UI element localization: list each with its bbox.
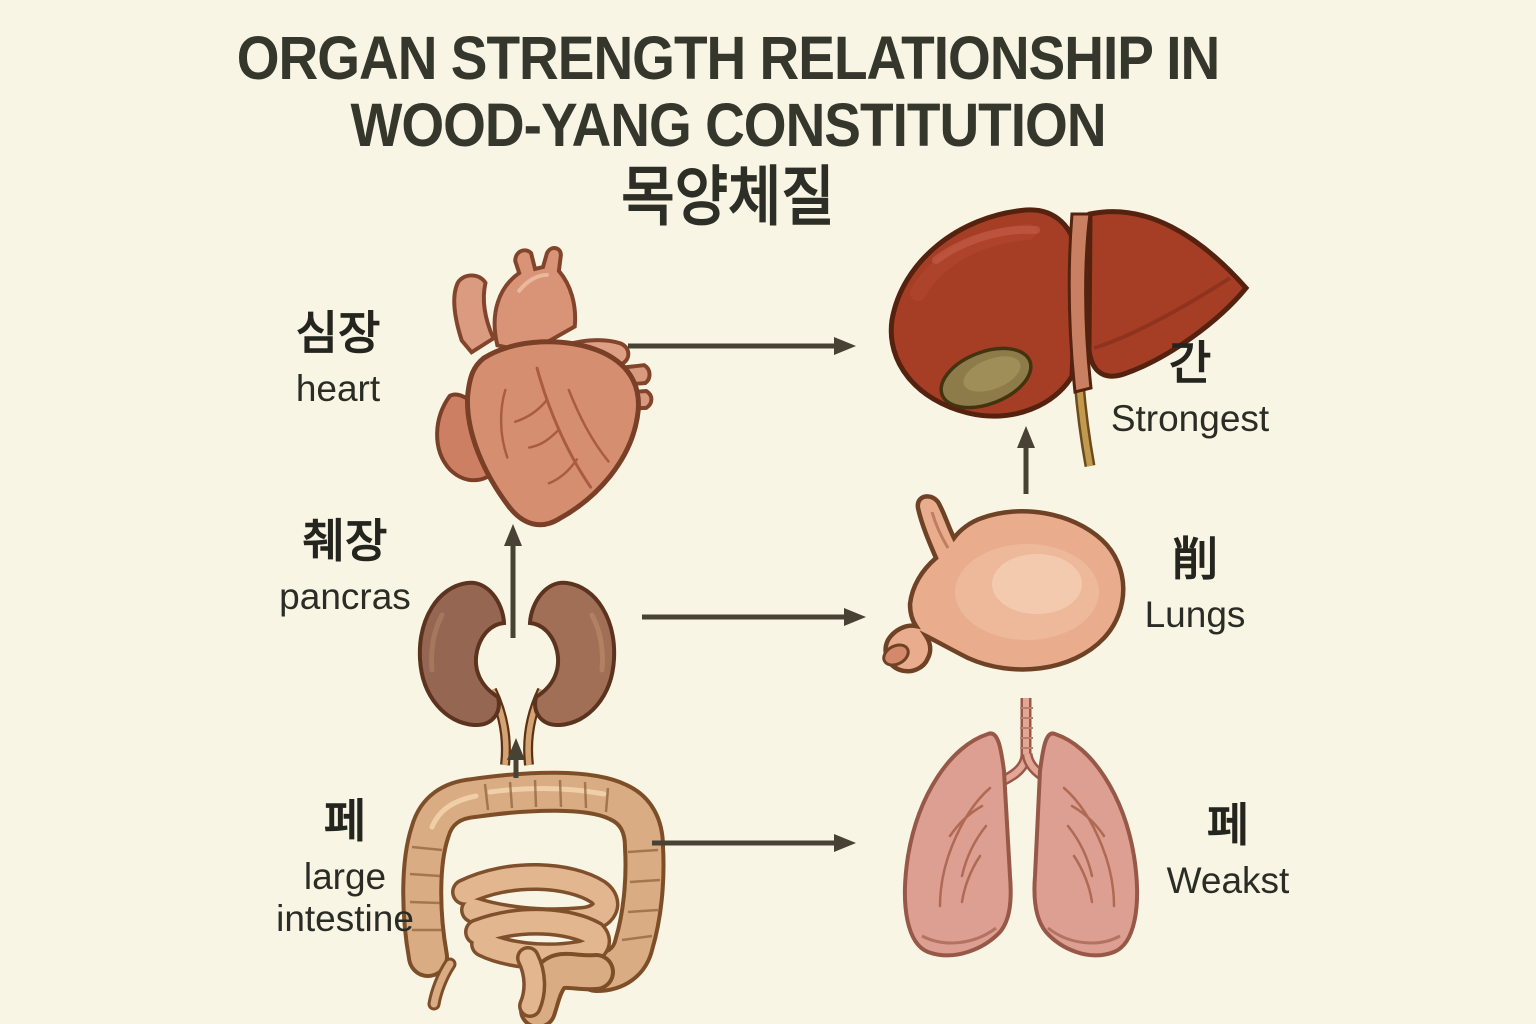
- lungs-label-english: Weakst: [1166, 859, 1290, 901]
- liver-label-english: Strongest: [1110, 397, 1270, 439]
- kidneys-illustration: [412, 575, 622, 767]
- heart-illustration: [420, 240, 668, 540]
- title-line-2: WOOD-YANG CONSTITUTION: [350, 90, 1106, 160]
- large-intestine-label-korean: 페: [323, 795, 367, 847]
- lungs-illustration: [870, 696, 1175, 984]
- lungs-label: 페 Weakst: [1118, 800, 1338, 902]
- heart-label-korean: 심장: [295, 307, 381, 359]
- stomach-icon: [882, 494, 1126, 674]
- large-intestine-label-english: large intestine: [276, 855, 414, 940]
- pancreas-label-korean: 췌장: [302, 515, 388, 567]
- title-line-korean: 목양체질: [621, 160, 835, 234]
- large-intestine-illustration: [390, 752, 680, 1024]
- stomach-label-english: Lungs: [1144, 593, 1246, 635]
- large-intestine-icon: [401, 770, 666, 1024]
- lungs-label-korean: 페: [1206, 799, 1250, 851]
- heart-label-english: heart: [295, 367, 381, 409]
- stomach-label-korean: 削: [1172, 533, 1218, 585]
- liver-icon: [888, 207, 1250, 467]
- heart-label: 심장 heart: [238, 308, 438, 410]
- kidneys-icon: [417, 580, 617, 766]
- pancreas-label: 췌장 pancras: [245, 516, 445, 618]
- liver-label-korean: 간: [1168, 337, 1212, 389]
- title-line-1: ORGAN STRENGTH RELATIONSHIP IN: [236, 22, 1220, 93]
- large-intestine-label: 페 large intestine: [235, 796, 455, 941]
- page-title: ORGAN STRENGTH RELATIONSHIP IN WOOD-YANG…: [0, 24, 1456, 235]
- lungs-icon: [902, 698, 1140, 958]
- pancreas-label-english: pancras: [279, 575, 411, 617]
- stomach-illustration: [872, 492, 1142, 704]
- liver-label: 간 Strongest: [1090, 338, 1290, 440]
- heart-icon: [435, 246, 654, 528]
- liver-illustration: [878, 198, 1258, 470]
- stomach-label: 削 Lungs: [1095, 534, 1295, 636]
